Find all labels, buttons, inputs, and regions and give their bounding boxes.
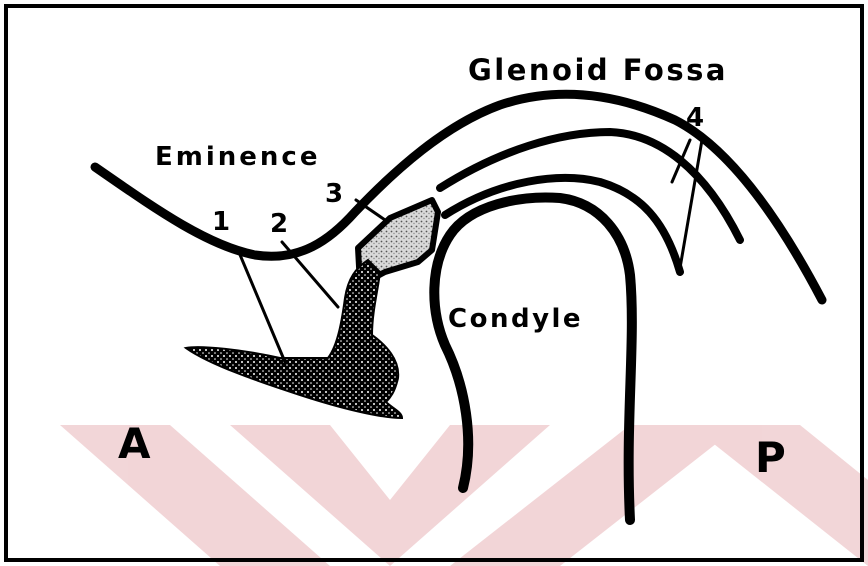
condyle-label: Condyle <box>448 304 583 334</box>
glenoid-fossa-label: Glenoid Fossa <box>468 53 728 87</box>
marker-1-label: 1 <box>212 207 230 237</box>
marker-2-label: 2 <box>270 209 288 239</box>
posterior-label: P <box>755 433 786 482</box>
marker-3-label: 3 <box>325 179 343 209</box>
marker-4-label: 4 <box>686 103 704 133</box>
eminence-label: Eminence <box>155 142 320 172</box>
anterior-label: A <box>118 419 151 468</box>
disc-lower-band <box>445 178 680 272</box>
lateral-pterygoid-muscle <box>186 260 402 418</box>
